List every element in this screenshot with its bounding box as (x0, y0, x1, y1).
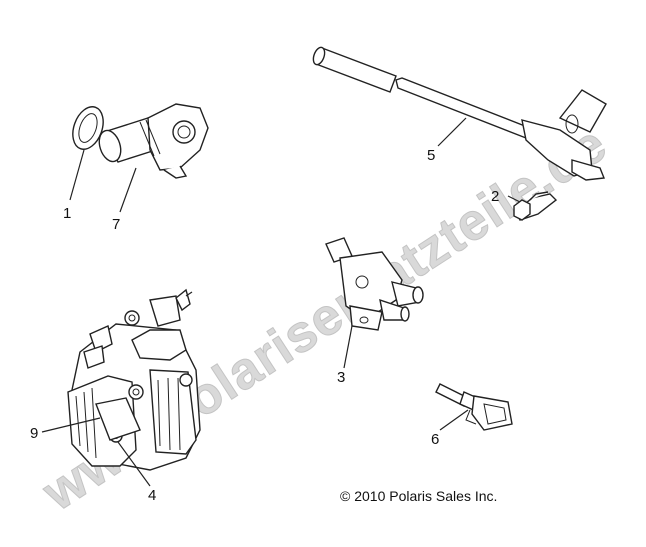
copyright-notice: © 2010 Polaris Sales Inc. (340, 488, 497, 504)
throttle-body-part (67, 288, 201, 471)
callout-9: 9 (30, 425, 38, 442)
o-ring-part (72, 106, 104, 150)
valve-part (325, 237, 424, 331)
callout-5: 5 (427, 147, 435, 164)
cable-sensor-part (312, 46, 607, 181)
callout-6: 6 (431, 431, 439, 448)
callout-7: 7 (112, 216, 120, 233)
callout-2: 2 (491, 188, 499, 205)
callout-4: 4 (148, 487, 156, 504)
speed-sensor-part (98, 103, 209, 179)
temperature-sensor-part (435, 383, 513, 431)
callout-1: 1 (63, 205, 71, 222)
leader-lines (41, 117, 521, 487)
bolt-part (513, 191, 558, 221)
callout-3: 3 (337, 369, 345, 386)
